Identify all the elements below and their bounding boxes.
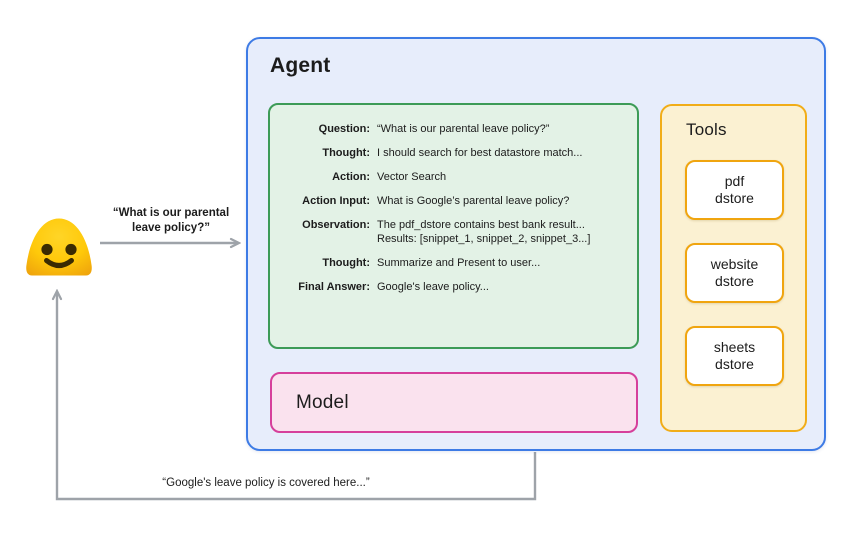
tool-item-label: pdf dstore [715,173,754,207]
agent-box: Agent Question: “What is our parental le… [246,37,826,451]
trace-value-line1: The pdf_dstore contains best bank result… [377,219,585,231]
trace-value-line2: Results: [snippet_1, snippet_2, snippet_… [377,233,591,245]
trace-value: Summarize and Present to user... [377,257,541,269]
user-emoji [24,216,94,278]
tool-item-website-dstore: website dstore [685,243,784,303]
trace-value: Google's leave policy... [377,281,489,293]
model-title: Model [296,391,349,413]
tool-label-line2: dstore [715,190,754,206]
trace-box: Question: “What is our parental leave po… [268,103,639,349]
agent-response-text: “Google's leave policy is covered here..… [162,477,370,489]
model-box: Model [270,372,638,433]
trace-value: “What is our parental leave policy?” [377,123,550,135]
trace-value: The pdf_dstore contains best bank result… [377,218,629,246]
trace-label: Thought: [322,257,370,269]
trace-grid: Question: “What is our parental leave po… [270,122,629,294]
tool-label-line1: sheets [713,339,756,355]
tool-item-pdf-dstore: pdf dstore [685,160,784,220]
trace-value: What is Google’s parental leave policy? [377,195,570,207]
tools-box: Tools pdf dstore website dstore sheets d… [660,104,807,432]
tool-label-line2: dstore [715,273,754,289]
trace-label: Action: [332,171,370,183]
trace-label: Question: [318,123,370,135]
user-request-line1: “What is our parental [112,207,230,219]
tool-item-label: sheets dstore [714,339,755,373]
tool-item-sheets-dstore: sheets dstore [685,326,784,386]
user-request-text: “What is our parental leave policy?” [98,206,244,235]
tool-label-line1: pdf [724,173,745,189]
trace-label: Thought: [322,147,370,159]
tool-label-line2: dstore [715,356,754,372]
trace-label: Final Answer: [298,281,370,293]
agent-title: Agent [270,54,331,77]
tool-item-label: website dstore [711,256,758,290]
trace-value: Vector Search [377,171,447,183]
trace-label: Observation: [302,219,370,231]
tools-title: Tools [686,120,727,139]
trace-value: I should search for best datastore match… [377,147,583,159]
tool-label-line1: website [710,256,759,272]
trace-label: Action Input: [302,195,370,207]
smiley-face-icon [26,218,92,276]
user-request-line2: leave policy?” [132,221,210,234]
